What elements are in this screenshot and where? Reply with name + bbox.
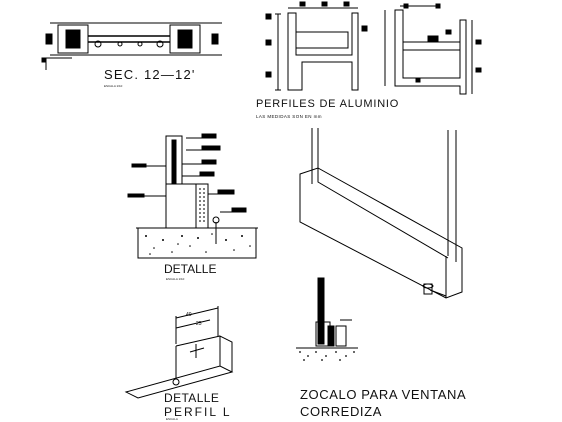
profile-a-drawing xyxy=(265,1,368,91)
profiles-note: LAS MEDIDAS SON EN mm xyxy=(256,114,322,119)
section-title: SEC. 12—12' xyxy=(104,67,196,82)
profile-b-drawing xyxy=(384,3,482,95)
detail-l-scale: ESCALA xyxy=(166,417,178,421)
detail-title: DETALLE xyxy=(164,262,217,276)
zocalo-drawing xyxy=(299,128,463,299)
detail-l-title: DETALLE xyxy=(164,391,220,405)
detail-l-drawing xyxy=(124,306,234,399)
zocalo-base-hatch xyxy=(299,351,355,361)
detail-l-subtitle: PERFIL L xyxy=(164,405,232,419)
zocalo-title-line1: ZOCALO PARA VENTANA xyxy=(300,387,467,402)
zocalo-title-line2: CORREDIZA xyxy=(300,404,382,419)
section-scale: ESCALA 1/10 xyxy=(104,84,123,88)
dimension-25: 25 xyxy=(196,321,202,327)
profiles-title: PERFILES DE ALUMINIO xyxy=(256,98,400,110)
detail-drawing xyxy=(127,133,258,259)
detail-scale: ESCALA 1/10 xyxy=(166,277,185,281)
concrete-hatch xyxy=(145,233,251,255)
dimension-40: 40 xyxy=(186,312,192,318)
section-12-drawing xyxy=(41,22,222,70)
zocalo-section-drawing xyxy=(296,277,358,349)
